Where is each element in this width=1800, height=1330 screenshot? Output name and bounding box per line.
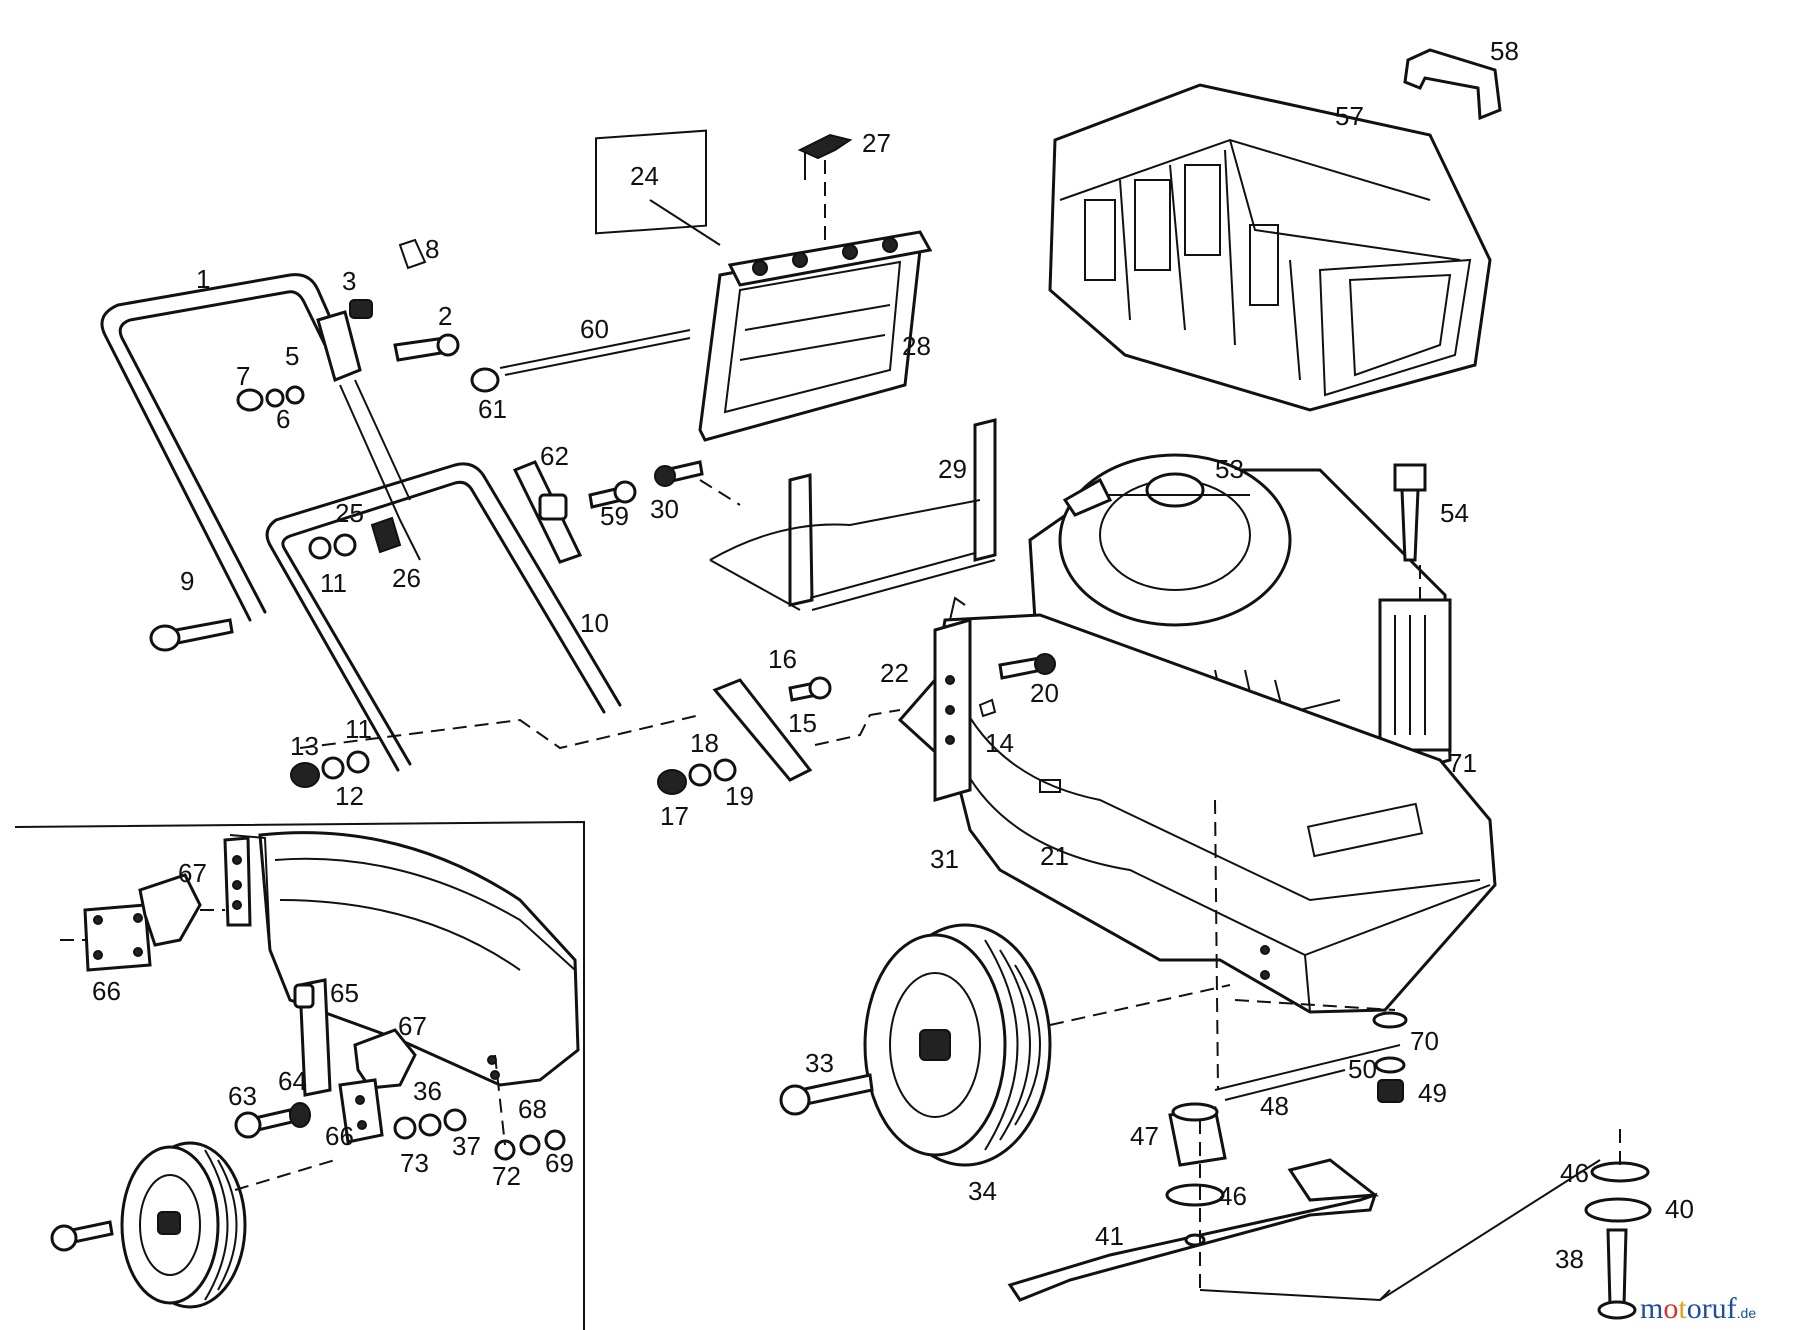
lower-handle bbox=[265, 462, 701, 772]
label-25: 25 bbox=[335, 498, 364, 528]
label-58: 58 bbox=[1490, 36, 1519, 66]
front-wheel bbox=[779, 923, 1231, 1167]
label-34: 34 bbox=[968, 1176, 997, 1206]
label-13: 13 bbox=[290, 731, 319, 761]
label-26: 26 bbox=[392, 563, 421, 593]
mower-deck bbox=[897, 596, 1497, 1014]
label-16: 16 bbox=[768, 644, 797, 674]
label-40: 40 bbox=[1665, 1194, 1694, 1224]
label-57: 57 bbox=[1335, 101, 1364, 131]
part-labels: 1 2 3 5 6 7 8 9 10 11 11 12 13 14 15 16 … bbox=[92, 36, 1694, 1274]
label-22: 22 bbox=[880, 658, 909, 688]
label-28: 28 bbox=[902, 331, 931, 361]
label-38: 38 bbox=[1555, 1244, 1584, 1274]
label-63: 63 bbox=[228, 1081, 257, 1111]
watermark-t: t bbox=[1678, 1292, 1687, 1325]
label-11b: 11 bbox=[345, 714, 372, 744]
label-67a: 67 bbox=[178, 858, 207, 888]
screws-upper bbox=[149, 238, 460, 652]
label-21: 21 bbox=[1040, 841, 1069, 871]
label-12: 12 bbox=[335, 781, 364, 811]
label-65: 65 bbox=[330, 978, 359, 1008]
grass-box bbox=[1048, 48, 1502, 412]
label-17: 17 bbox=[660, 801, 689, 831]
axle-bracket bbox=[657, 676, 901, 795]
label-9: 9 bbox=[180, 566, 194, 596]
label-33: 33 bbox=[805, 1048, 834, 1078]
label-73: 73 bbox=[400, 1148, 429, 1178]
label-31: 31 bbox=[930, 844, 959, 874]
label-53: 53 bbox=[1215, 454, 1244, 484]
label-70: 70 bbox=[1410, 1026, 1439, 1056]
label-27: 27 bbox=[862, 128, 891, 158]
label-48: 48 bbox=[1260, 1091, 1289, 1121]
catcher-frame bbox=[470, 129, 933, 506]
label-1: 1 bbox=[196, 264, 210, 294]
label-59: 59 bbox=[600, 501, 629, 531]
label-19: 19 bbox=[725, 781, 754, 811]
label-18: 18 bbox=[690, 728, 719, 758]
watermark-logo: motoruf.de bbox=[1640, 1292, 1756, 1325]
label-62: 62 bbox=[540, 441, 569, 471]
label-15: 15 bbox=[788, 708, 817, 738]
watermark-rest: oruf bbox=[1687, 1292, 1737, 1325]
label-2: 2 bbox=[438, 301, 452, 331]
label-71: 71 bbox=[1448, 748, 1477, 778]
blade-assembly bbox=[1007, 799, 1652, 1320]
label-50: 50 bbox=[1348, 1054, 1377, 1084]
handle-clamp bbox=[316, 299, 421, 561]
label-29: 29 bbox=[938, 454, 967, 484]
label-6: 6 bbox=[276, 404, 290, 434]
label-66b: 66 bbox=[325, 1121, 354, 1151]
label-20: 20 bbox=[1030, 678, 1059, 708]
label-14: 14 bbox=[985, 728, 1014, 758]
label-67b: 67 bbox=[398, 1011, 427, 1041]
upper-handle bbox=[100, 273, 342, 622]
label-64: 64 bbox=[278, 1066, 307, 1096]
label-46b: 46 bbox=[1560, 1158, 1589, 1188]
label-11a: 11 bbox=[320, 568, 347, 598]
label-7: 7 bbox=[236, 361, 250, 391]
label-8: 8 bbox=[425, 234, 439, 264]
watermark-o: o bbox=[1663, 1292, 1678, 1325]
label-24: 24 bbox=[630, 161, 659, 191]
label-3: 3 bbox=[342, 266, 356, 296]
label-49: 49 bbox=[1418, 1078, 1447, 1108]
label-10: 10 bbox=[580, 608, 609, 638]
label-60: 60 bbox=[580, 314, 609, 344]
watermark-suffix: .de bbox=[1737, 1305, 1757, 1321]
label-41: 41 bbox=[1095, 1221, 1124, 1251]
watermark-text: motoruf.de bbox=[1640, 1292, 1756, 1325]
label-61: 61 bbox=[478, 394, 507, 424]
label-30: 30 bbox=[650, 494, 679, 524]
label-36: 36 bbox=[413, 1076, 442, 1106]
label-5: 5 bbox=[285, 341, 299, 371]
label-37: 37 bbox=[452, 1131, 481, 1161]
lower-handle-hardware bbox=[290, 460, 637, 788]
inset-detail bbox=[14, 820, 585, 1330]
label-54: 54 bbox=[1440, 498, 1469, 528]
mounting-bracket bbox=[709, 418, 997, 611]
label-46a: 46 bbox=[1218, 1181, 1247, 1211]
label-72: 72 bbox=[492, 1161, 521, 1191]
label-66a: 66 bbox=[92, 976, 121, 1006]
label-47: 47 bbox=[1130, 1121, 1159, 1151]
watermark-m: m bbox=[1640, 1292, 1663, 1325]
label-69: 69 bbox=[545, 1148, 574, 1178]
label-68: 68 bbox=[518, 1094, 547, 1124]
